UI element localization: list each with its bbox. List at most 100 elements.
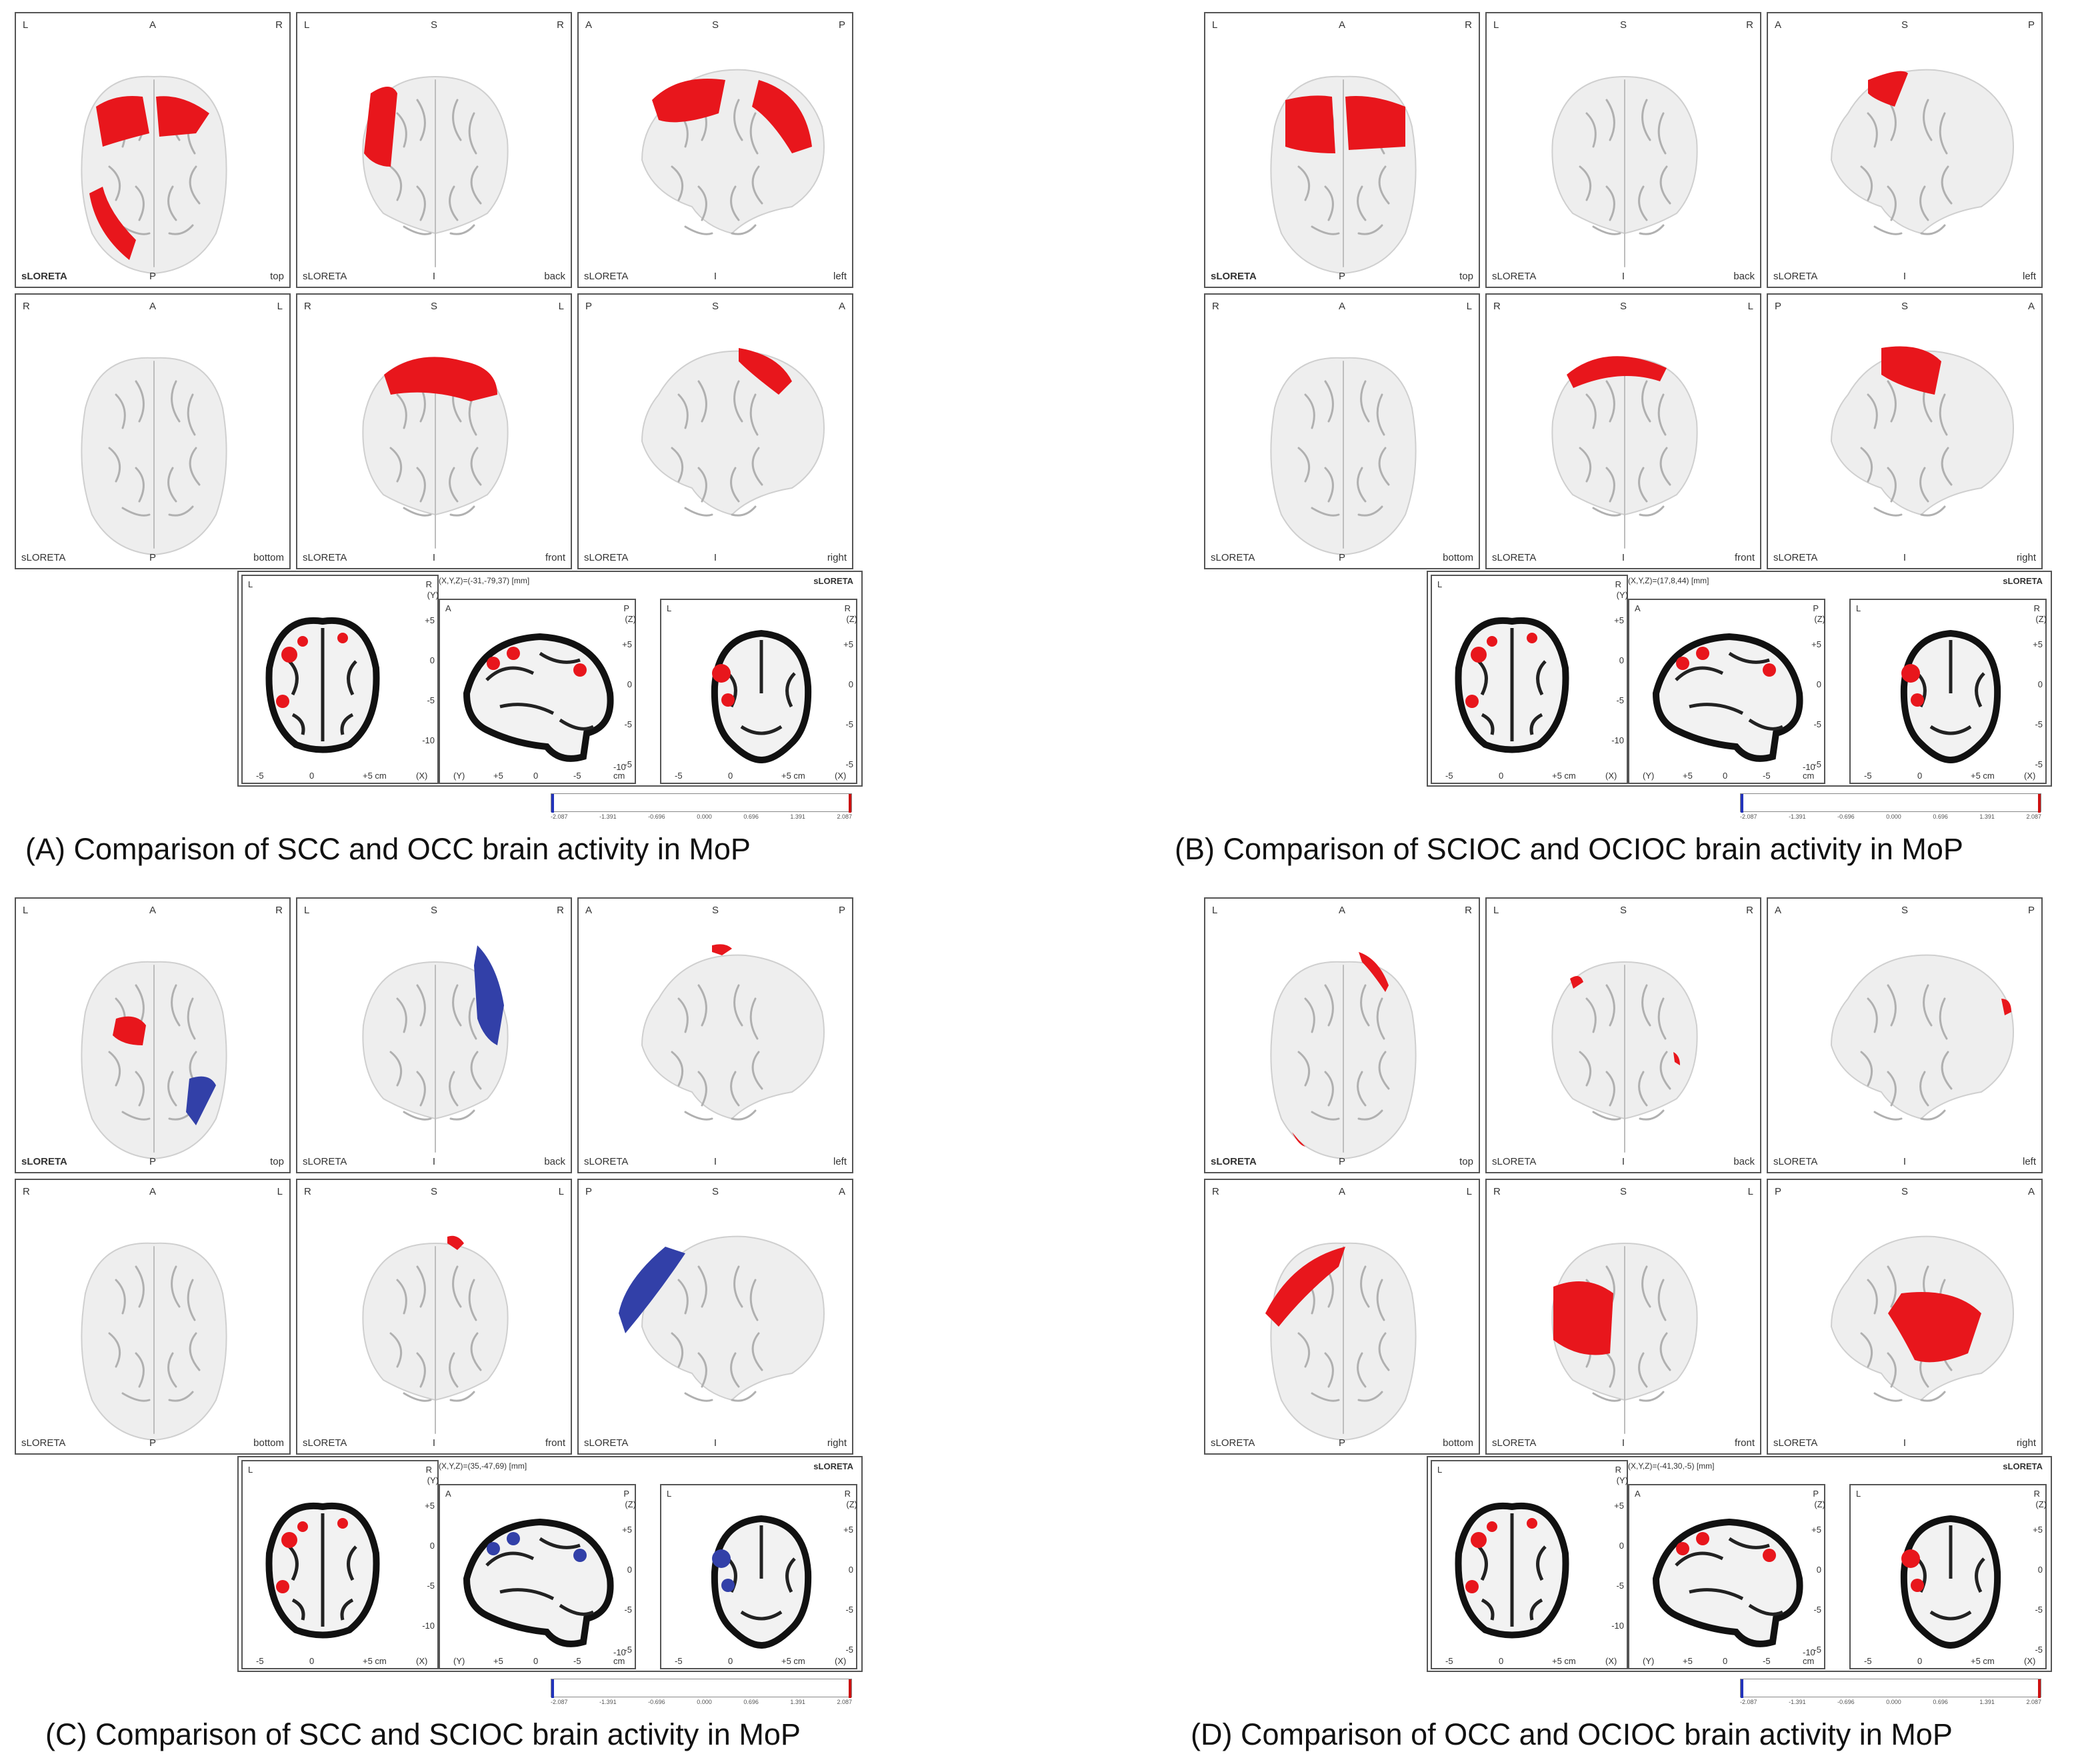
orientation-label: right <box>2016 1437 2036 1449</box>
brain-render <box>81 961 227 1160</box>
orientation-label: R <box>844 603 851 613</box>
software-label: sLORETA <box>303 552 347 563</box>
software-label: sLORETA <box>813 576 853 586</box>
axis-tick: 0 <box>1619 655 1624 665</box>
orientation-label: I <box>432 1437 436 1449</box>
axis-tick: -5 <box>1445 1656 1453 1666</box>
activation-spot <box>487 657 500 670</box>
axis-tick: +5 <box>1811 639 1821 649</box>
axis-tick: -5 <box>2035 1605 2043 1615</box>
activation-positive <box>1553 1281 1613 1355</box>
orientation-label: A <box>445 603 451 613</box>
axis-unit: (Z) <box>846 1499 857 1509</box>
slice-render <box>1455 617 1569 753</box>
axis-tick: 0 <box>1816 1565 1821 1575</box>
axis-tick: -10 <box>1611 735 1624 745</box>
axis-tick: +5 <box>622 1525 632 1535</box>
activation-spot <box>281 647 297 663</box>
orientation-label: A <box>1635 1489 1641 1499</box>
colorbar-tick: 0.696 <box>1933 813 1948 820</box>
orientation-label: front <box>545 552 565 563</box>
activation-spot <box>1676 657 1689 670</box>
axis-tick: -5 <box>624 759 632 769</box>
activation-spot <box>1911 693 1924 707</box>
activation-spot <box>1527 633 1537 643</box>
axis-tick: (Y) <box>453 771 465 781</box>
brain-render <box>641 348 825 517</box>
software-label: sLORETA <box>303 1156 347 1167</box>
orientation-label: L <box>667 603 672 613</box>
orientation-label: I <box>1903 1156 1907 1167</box>
brain-sulci <box>1860 380 1953 517</box>
orientation-label: A <box>149 1186 156 1197</box>
software-label: sLORETA <box>1492 1437 1537 1449</box>
slice-render <box>711 629 812 764</box>
orientation-label: S <box>711 1186 719 1197</box>
axis-tick: -5 <box>2035 1645 2043 1655</box>
axis-tick: -10 cm <box>613 762 626 781</box>
brain-render <box>1551 961 1698 1153</box>
software-label: sLORETA <box>1211 271 1257 282</box>
axis-tick: -5 <box>1813 719 1821 729</box>
orientation-label: S <box>430 301 437 312</box>
axis-tick: -5 <box>845 759 853 769</box>
axis-tick: (Y) <box>453 1656 465 1666</box>
axis-tick: 0 <box>1816 679 1821 689</box>
activation-spot <box>297 636 308 647</box>
orientation-label: P <box>1338 271 1345 282</box>
orientation-label: A <box>1338 905 1345 916</box>
brain-render <box>362 945 509 1153</box>
orientation-label: bottom <box>1443 552 1473 563</box>
axis-tick: (X) <box>416 1656 428 1666</box>
orientation-label: I <box>713 552 717 563</box>
orientation-label: I <box>1903 552 1907 563</box>
software-label: sLORETA <box>584 271 629 282</box>
orientation-label: R <box>1746 905 1753 916</box>
axis-tick: -5 <box>2035 759 2043 769</box>
brain-surface <box>641 954 825 1120</box>
orientation-label: S <box>1619 19 1627 31</box>
slice-render <box>463 1518 614 1647</box>
brain-sulci <box>108 361 201 549</box>
slice-render <box>1652 633 1803 762</box>
activation-spot <box>1763 1549 1776 1562</box>
axis-tick: -5 <box>1763 771 1771 781</box>
brain-sulci <box>671 380 763 517</box>
brain-sulci <box>1297 361 1390 549</box>
axis-tick: 0 <box>309 771 315 781</box>
software-label: sLORETA <box>1773 271 1818 282</box>
activation-spot <box>1487 636 1497 647</box>
axis-tick: -5 <box>624 719 632 729</box>
orientation-label: left <box>2022 271 2036 282</box>
orientation-label: back <box>1733 271 1755 282</box>
software-label: sLORETA <box>1773 1156 1818 1167</box>
orientation-label: I <box>1621 271 1625 282</box>
orientation-label: R <box>425 579 432 589</box>
colorbar-tick: 2.087 <box>2026 813 2041 820</box>
axis-unit: (Z) <box>2035 1499 2047 1509</box>
orientation-label: L <box>277 1186 283 1197</box>
orientation-label: I <box>432 552 436 563</box>
colorbar-tick: -2.087 <box>1740 1699 1757 1705</box>
axis-tick: +5 <box>425 1501 435 1511</box>
brain-render <box>1551 1242 1698 1434</box>
orientation-label: P <box>585 1186 593 1197</box>
orientation-label: R <box>844 1489 851 1499</box>
